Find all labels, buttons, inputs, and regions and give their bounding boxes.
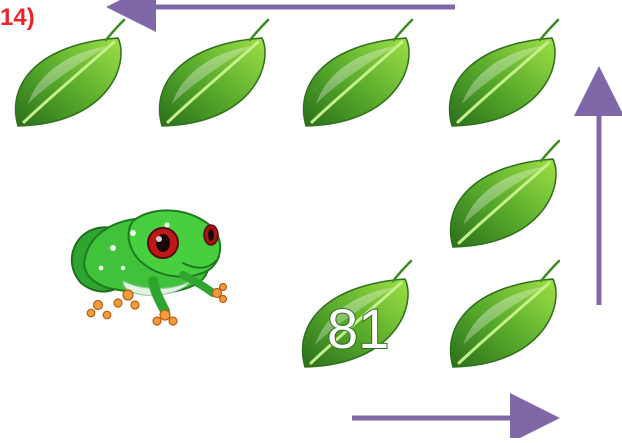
frog-icon xyxy=(71,209,228,326)
leaf-2 xyxy=(158,18,270,128)
leaf-1 xyxy=(14,18,126,128)
leaf-7 xyxy=(449,259,561,369)
leaf-5 xyxy=(449,139,561,249)
leaf-4 xyxy=(448,18,560,128)
leaf-3 xyxy=(302,18,414,128)
problem-number: 14) xyxy=(0,4,35,31)
leaf-value: 81 xyxy=(327,297,389,360)
